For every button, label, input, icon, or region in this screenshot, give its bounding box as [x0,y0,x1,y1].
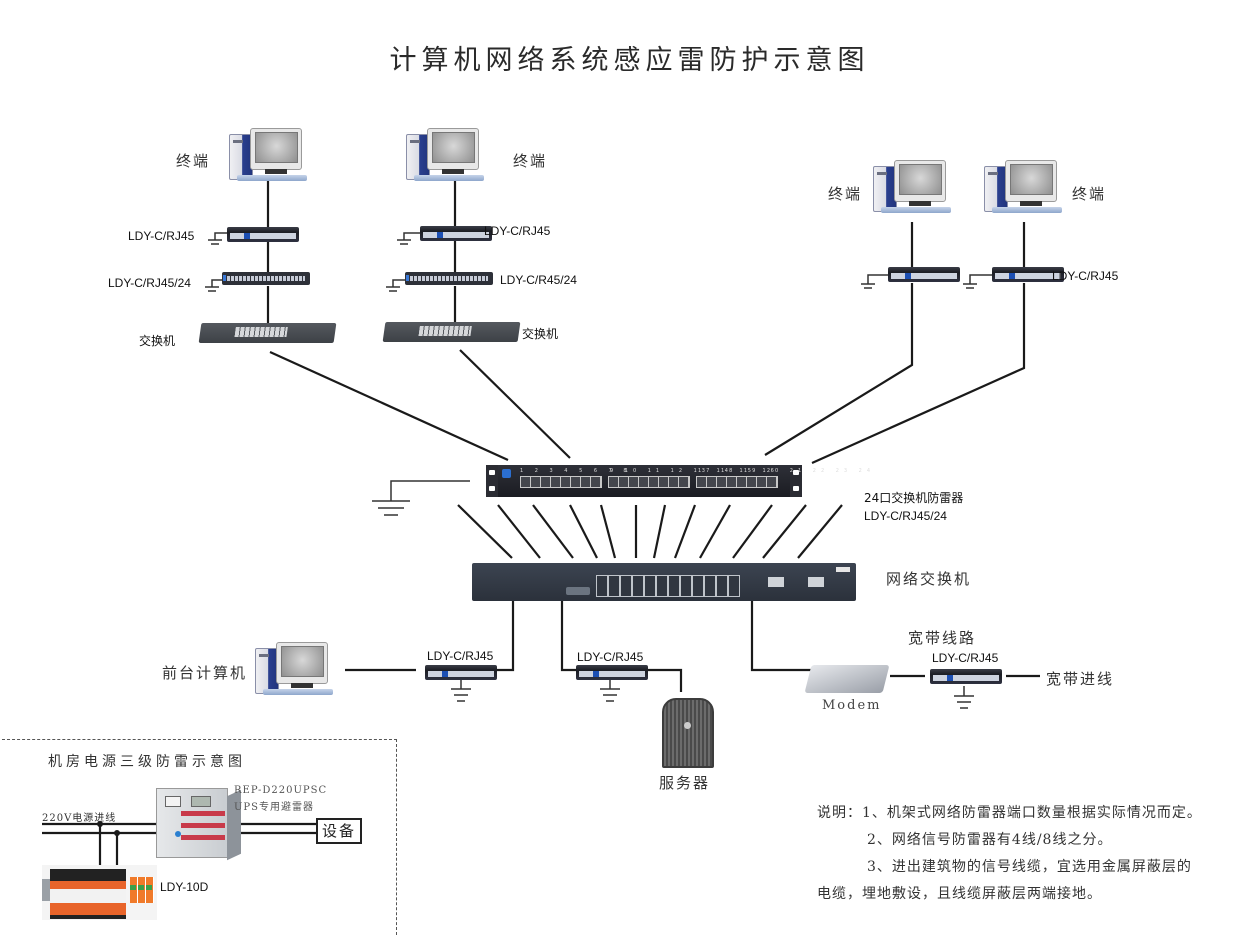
rj45-protector-icon [576,665,648,680]
terminal-label: 终端 [176,152,211,170]
ups-desc-label: UPS专用避雷器 [234,802,315,813]
spd-module [42,865,157,920]
rack-protector-model-label: LDY-C/R45/24 [500,273,577,287]
notes: 说明：1、机架式网络防雷器端口数量根据实际情况而定。 2、网络信号防雷器有4线/… [817,800,1202,908]
front-computer-icon [255,642,333,698]
protector-model-label: LDY-C/RJ45 [577,650,644,664]
ups-model-label: REP-D220UPSC [234,785,328,796]
port-numbers: 9 10 11 12 13 14 15 16 [610,468,779,474]
rack-protector-24-icon [405,272,493,285]
spd-model-label: LDY-10D [160,880,209,894]
ups-lightning-protector [156,788,228,858]
rack-protector-model-label: LDY-C/RJ45/24 [108,276,191,290]
note-line: 说明：1、机架式网络防雷器端口数量根据实际情况而定。 [817,805,1202,821]
rack-protector-model-label: LDY-C/RJ45/24 [864,509,947,523]
note-line: 电缆，埋地敷设，且线缆屏蔽层两端接地。 [817,886,1102,902]
broadband-in-label: 宽带进线 [1046,670,1115,688]
rj45-protector-icon [227,227,299,242]
rj45-protector-icon [930,669,1002,684]
switch-label: 交换机 [139,334,176,348]
port-numbers: 1 2 3 4 5 6 7 8 [520,468,632,474]
switch-icon [198,323,337,343]
port-numbers: 17 18 19 20 21 22 23 24 [698,468,876,474]
switch-label: 交换机 [522,327,559,341]
protector-model-label: LDY-C/RJ45 [427,649,494,663]
note-line: 2、网络信号防雷器有4线/8线之分。 [867,832,1113,848]
wire [811,283,1026,465]
port-group [520,476,602,488]
port-group [696,476,778,488]
power-input-label: 220V电源进线 [42,813,117,824]
brand-logo-icon [502,469,511,478]
rj45-protector-icon [425,665,497,680]
wire [459,349,571,459]
terminal-computer-icon [873,160,951,216]
network-switch [472,563,856,601]
equipment-box: 设备 [316,818,362,844]
rj45-protector-icon [888,267,960,282]
diagram-title: 计算机网络系统感应雷防护示意图 [389,45,870,76]
note-line: 3、进出建筑物的信号线缆，宜选用金属屏蔽层的 [867,859,1192,875]
front-pc-label: 前台计算机 [162,664,248,682]
power-section-frame [2,739,397,935]
terminal-label: 终端 [513,152,548,170]
notes-prefix: 说明： [817,805,862,821]
modem-icon [804,665,890,693]
rj45-protector-icon [420,226,492,241]
terminal-computer-icon [406,128,484,184]
power-section-title: 机房电源三级防雷示意图 [48,754,246,770]
server-label: 服务器 [659,774,711,792]
modem-label: Modem [822,698,882,713]
rack-protector-label: 24口交换机防雷器 [864,491,964,505]
protector-model-label: LDY-C/RJ45 [932,651,999,665]
switch-icon [382,322,521,342]
network-switch-label: 网络交换机 [886,570,972,588]
terminal-computer-icon [229,128,307,184]
broadband-line-label: 宽带线路 [908,629,977,647]
rj45-protector-icon [992,267,1064,282]
protector-model-label: LDY-C/RJ45 [128,229,195,243]
protector-model-label: LDY-C/RJ45 [1052,269,1119,283]
wire [269,350,509,462]
port-group [608,476,690,488]
terminal-label: 终端 [828,185,863,203]
rack-protector-24-icon [222,272,310,285]
terminal-label: 终端 [1072,185,1107,203]
server-icon [662,698,714,768]
rack-surge-protector-24-port: 1 2 3 4 5 6 7 8 9 10 11 12 13 14 15 16 1… [486,465,870,497]
terminal-computer-icon [984,160,1062,216]
protector-model-label: LDY-C/RJ45 [484,224,551,238]
wire [764,283,914,456]
